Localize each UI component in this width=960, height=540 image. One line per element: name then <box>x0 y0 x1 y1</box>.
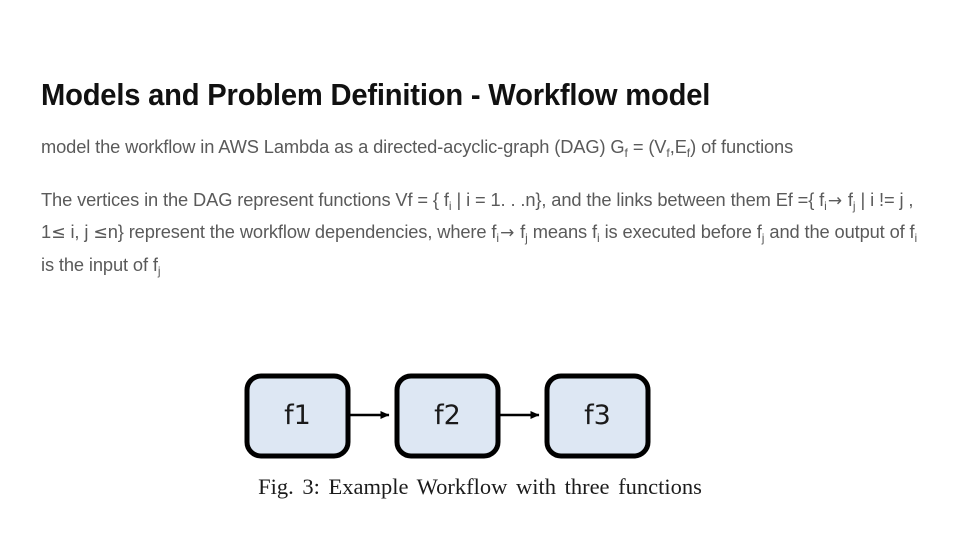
p1-seg4: ) of functions <box>690 136 794 157</box>
paragraph-workflow-model: model the workflow in AWS Lambda as a di… <box>41 131 923 164</box>
right-arrow-icon: → <box>827 190 842 211</box>
node-label-f1: f1 <box>284 400 311 431</box>
p2-seg7: f <box>515 221 526 243</box>
workflow-figure: f1 f2 f3 Fig. 3: Example Workflow with t… <box>180 366 780 511</box>
p2-seg6: n} represent the workflow dependencies, … <box>107 221 497 243</box>
node-label-f2: f2 <box>434 400 461 431</box>
node-label-f3: f3 <box>584 400 611 431</box>
p1-seg2: = (V <box>627 136 667 157</box>
dag-node-f2: f2 <box>394 373 501 459</box>
p2-seg2: | i = 1. . .n}, and the links between th… <box>451 188 825 210</box>
p1-sub2: f <box>666 145 670 160</box>
p2-seg10: and the output of f <box>764 221 915 243</box>
p1-seg3: ,E <box>669 136 687 157</box>
p2-seg4: | i != j , 1 <box>41 188 914 243</box>
dag-node-f3: f3 <box>544 373 651 459</box>
page-title: Models and Problem Definition - Workflow… <box>41 76 711 112</box>
p2-seg5: i, j <box>65 221 94 243</box>
p2-sub1: i <box>448 198 452 213</box>
slide-body: model the workflow in AWS Lambda as a di… <box>41 131 923 282</box>
p2-sub2: i <box>824 198 827 213</box>
less-equal-icon-2: ≤ <box>93 223 108 244</box>
p2-seg3: f <box>842 188 853 210</box>
p1-seg1: model the workflow in AWS Lambda as a di… <box>41 136 625 157</box>
p2-sub4: i <box>496 230 500 245</box>
p2-sub8: i <box>914 230 918 245</box>
p2-seg9: is executed before f <box>599 221 762 243</box>
p2-sub5: j <box>525 230 528 245</box>
p2-sub7: j <box>761 230 765 245</box>
p2-sub9: j <box>157 263 161 278</box>
p1-sub1: f <box>624 145 628 160</box>
less-equal-icon: ≤ <box>51 223 66 244</box>
paragraph-vertices-edges: The vertices in the DAG represent functi… <box>41 184 923 282</box>
figure-caption: Fig. 3: Example Workflow with three func… <box>258 474 702 499</box>
p1-sub3: f <box>686 145 691 160</box>
p2-seg8: means f <box>527 221 597 243</box>
p2-seg1: The vertices in the DAG represent functi… <box>41 188 449 210</box>
node-box-f3 <box>544 373 651 459</box>
p2-sub6: i <box>596 230 600 245</box>
dag-diagram: f1 f2 f3 <box>244 373 651 459</box>
dag-node-f1: f1 <box>244 373 351 459</box>
p2-sub3: j <box>852 198 856 213</box>
p2-seg11: is the input of f <box>41 254 158 276</box>
right-arrow-icon-2: → <box>500 223 515 244</box>
